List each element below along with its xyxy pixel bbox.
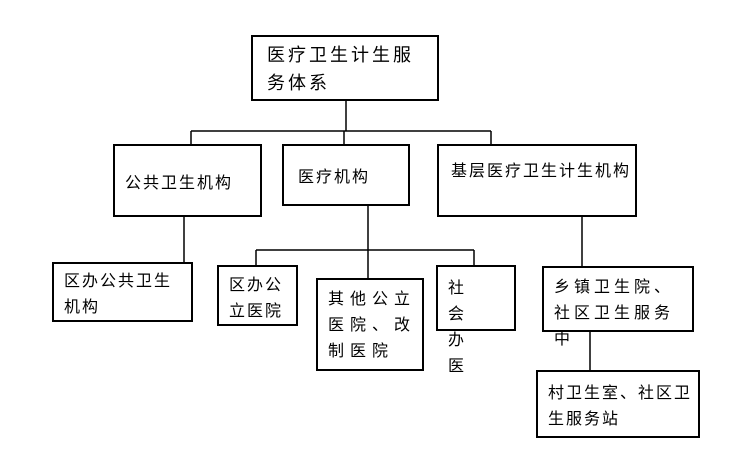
node-district-public-hospital-label: 区办公立医院 bbox=[229, 275, 284, 320]
node-district-public-health-label: 区办公共卫生机构 bbox=[64, 271, 173, 316]
node-public-health: 公共卫生机构 bbox=[113, 144, 262, 217]
node-other-public-hospital-label: 其他公立医院、改制医院 bbox=[328, 289, 417, 360]
node-social-hospital-label: 社 会 办 医 bbox=[448, 278, 499, 375]
node-township-center: 乡镇卫生院、社区卫生服务中 bbox=[542, 266, 694, 348]
node-social-hospital: 社 会 办 医 bbox=[436, 265, 516, 375]
node-district-public-hospital: 区办公立医院 bbox=[217, 265, 298, 326]
node-primary: 基层医疗卫生计生机构 bbox=[437, 144, 637, 217]
node-district-public-health: 区办公共卫生机构 bbox=[52, 262, 193, 322]
root-node-label: 医疗卫生计生服务体系 bbox=[267, 45, 414, 94]
node-village-station: 村卫生室、社区卫生服务站 bbox=[536, 370, 700, 438]
node-medical-label: 医疗机构 bbox=[298, 167, 371, 186]
node-public-health-label: 公共卫生机构 bbox=[125, 173, 234, 192]
node-township-center-label: 乡镇卫生院、社区卫生服务中 bbox=[554, 277, 675, 348]
node-other-public-hospital: 其他公立医院、改制医院 bbox=[316, 278, 424, 371]
node-primary-label: 基层医疗卫生计生机构 bbox=[451, 161, 632, 180]
node-medical: 医疗机构 bbox=[282, 144, 410, 206]
root-node-box: 医疗卫生计生服务体系 bbox=[251, 35, 439, 101]
node-village-station-label: 村卫生室、社区卫生服务站 bbox=[548, 383, 693, 428]
